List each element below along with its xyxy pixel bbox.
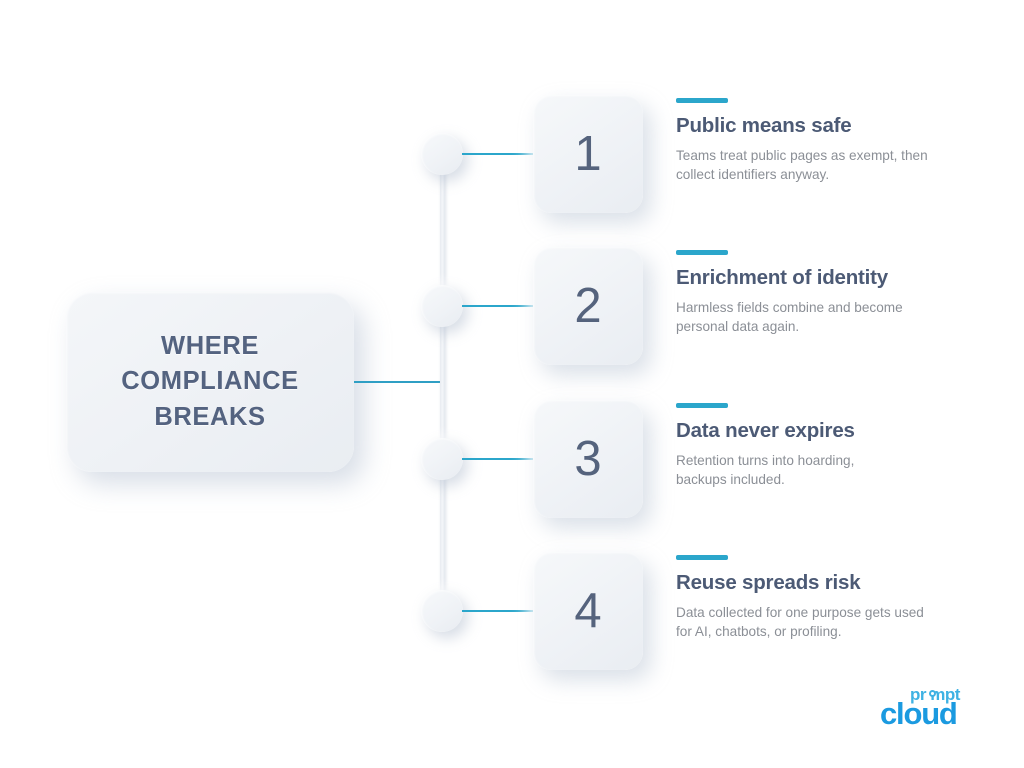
item-block-1: Public means safe Teams treat public pag… — [676, 98, 928, 184]
number-card-2: 2 — [533, 247, 643, 365]
item-block-2: Enrichment of identity Harmless fields c… — [676, 250, 966, 336]
accent-bar-4 — [676, 555, 728, 560]
trunk-connector-line — [354, 381, 442, 383]
item-description-4: Data collected for one purpose gets used… — [676, 604, 924, 639]
promptcloud-logo: pr mpt cloud — [880, 686, 996, 734]
accent-bar-2 — [676, 250, 728, 255]
connector-line-1 — [462, 153, 538, 155]
timeline-spine — [440, 152, 445, 614]
main-title-box: WHERE COMPLIANCE BREAKS — [66, 292, 354, 472]
accent-bar-1 — [676, 98, 728, 103]
timeline-node-2 — [421, 285, 463, 327]
item-description-3: Retention turns into hoarding, backups i… — [676, 452, 855, 487]
item-description-1: Teams treat public pages as exempt, then… — [676, 147, 928, 182]
logo-dot-icon — [929, 690, 936, 697]
item-title-2: Enrichment of identity — [676, 266, 889, 289]
number-card-label-1: 1 — [574, 126, 602, 181]
timeline-node-3 — [421, 438, 463, 480]
number-card-label-4: 4 — [574, 583, 602, 638]
accent-bar-3 — [676, 403, 728, 408]
item-block-3: Data never expires Retention turns into … — [676, 403, 941, 489]
item-title-1: Public means safe — [676, 114, 852, 137]
number-card-4: 4 — [533, 552, 643, 670]
timeline-node-4 — [421, 590, 463, 632]
page-title: WHERE COMPLIANCE BREAKS — [121, 332, 299, 431]
item-block-4: Reuse spreads risk Data collected for on… — [676, 555, 926, 641]
timeline-node-1 — [421, 133, 463, 175]
connector-line-4 — [462, 610, 538, 612]
number-card-label-3: 3 — [574, 431, 602, 486]
number-card-3: 3 — [533, 400, 643, 518]
connector-line-3 — [462, 458, 538, 460]
item-description-2: Harmless fields combine and become perso… — [676, 299, 903, 334]
number-card-label-2: 2 — [574, 278, 602, 333]
item-title-4: Reuse spreads risk — [676, 571, 861, 594]
item-title-3: Data never expires — [676, 419, 855, 442]
connector-line-2 — [462, 305, 538, 307]
number-card-1: 1 — [533, 95, 643, 213]
logo-cloud-text: cloud — [880, 696, 958, 731]
